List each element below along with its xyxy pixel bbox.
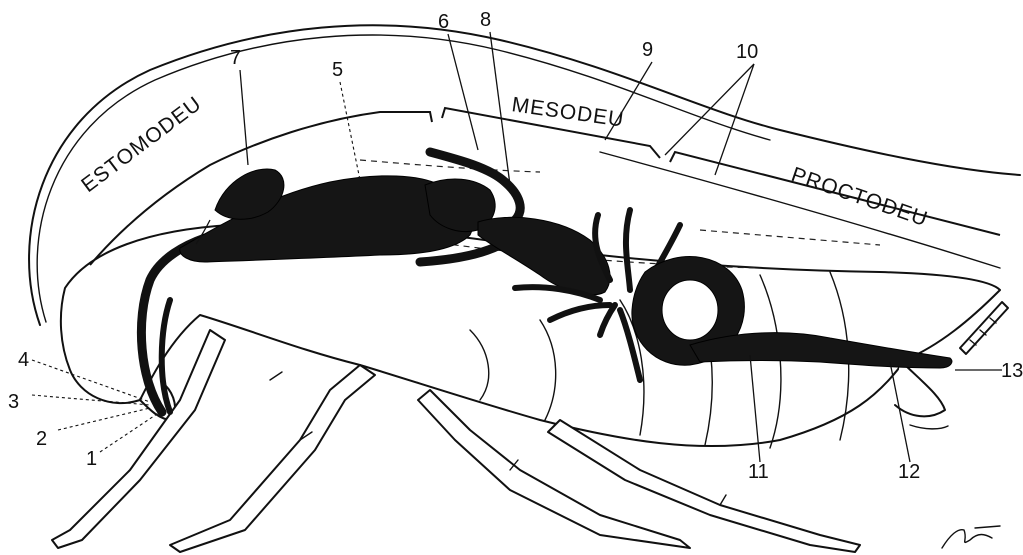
label-7: 7 [230,47,241,69]
label-5: 5 [332,59,343,81]
mesodeum-label: MESODEU [510,93,625,132]
label-1: 1 [86,448,97,470]
label-12: 12 [898,461,920,483]
label-6: 6 [438,11,449,33]
label-2: 2 [36,428,47,450]
label-3: 3 [8,391,19,413]
label-9: 9 [642,39,653,61]
label-8: 8 [480,9,491,31]
stomodeum-label: ESTOMODEU [77,92,206,197]
label-11: 11 [748,461,769,483]
label-10: 10 [736,41,758,63]
label-13: 13 [1001,360,1023,382]
label-4: 4 [18,349,29,371]
artist-signature [942,526,1000,548]
proctodeum-label: PROCTODEU [788,163,931,231]
